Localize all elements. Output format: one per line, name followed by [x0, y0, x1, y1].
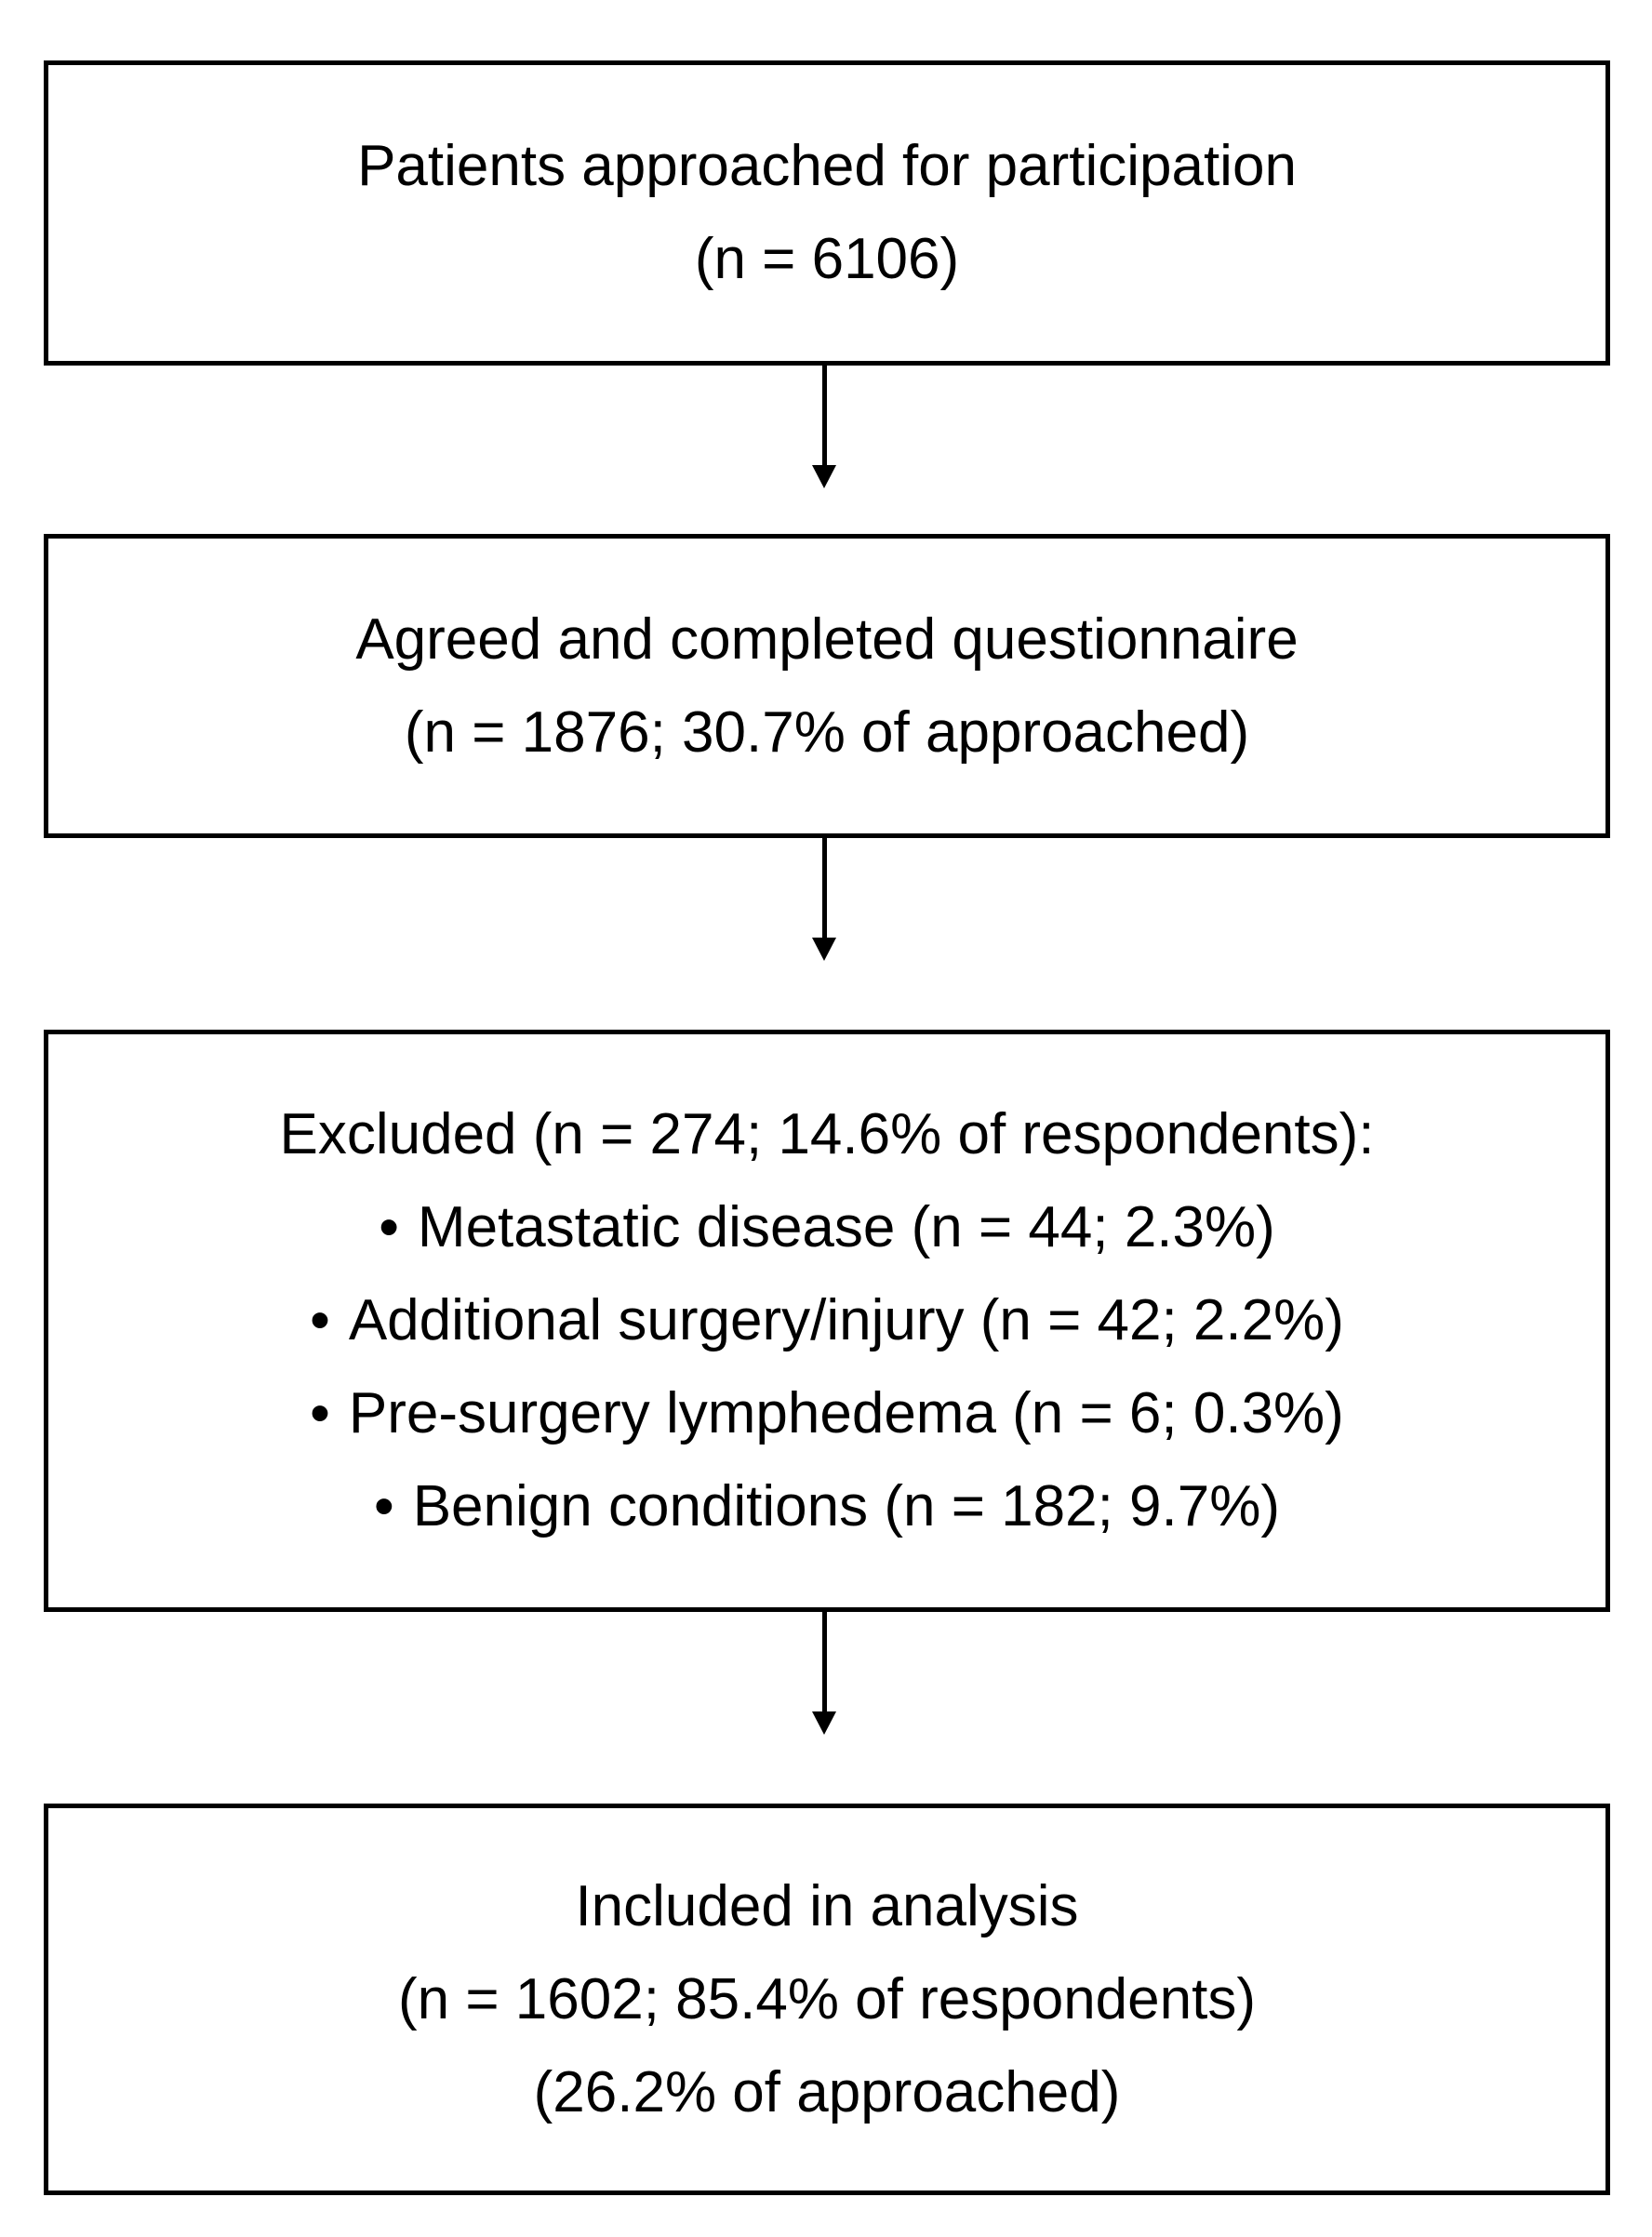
bullet-text: Additional surgery/injury (n = 42; 2.2%): [348, 1288, 1344, 1352]
box-line: (n = 1876; 30.7% of approached): [404, 699, 1250, 765]
flow-box-included: Included in analysis (n = 1602; 85.4% of…: [44, 1804, 1610, 2195]
bullet-text: Pre-surgery lymphedema (n = 6; 0.3%): [348, 1381, 1344, 1445]
bullet-text: Metastatic disease (n = 44; 2.3%): [417, 1195, 1275, 1259]
bullet-text: Benign conditions (n = 182; 9.7%): [412, 1474, 1281, 1538]
bullet-icon: •: [379, 1195, 399, 1259]
bullet-item: • Metastatic disease (n = 44; 2.3%): [379, 1181, 1275, 1274]
box-line: Included in analysis: [575, 1873, 1079, 1938]
bullet-item: • Benign conditions (n = 182; 9.7%): [374, 1460, 1280, 1553]
down-arrow: [812, 366, 836, 488]
flow-box-excluded: Excluded (n = 274; 14.6% of respondents)…: [44, 1030, 1610, 1612]
box-line: Patients approached for participation: [357, 134, 1297, 198]
bullet-icon: •: [310, 1288, 330, 1352]
bullet-item: • Pre-surgery lymphedema (n = 6; 0.3%): [310, 1367, 1344, 1460]
box-line: (n = 6106): [694, 227, 960, 291]
down-arrow: [812, 838, 836, 961]
flow-box-completed: Agreed and completed questionnaire (n = …: [44, 534, 1610, 838]
bullet-icon: •: [373, 1474, 394, 1538]
arrow-head-icon: [812, 1711, 836, 1735]
box-heading: Excluded (n = 274; 14.6% of respondents)…: [279, 1102, 1375, 1166]
flow-box-approached: Patients approached for participation (n…: [44, 60, 1610, 366]
arrow-line: [821, 838, 827, 938]
arrow-head-icon: [812, 465, 836, 488]
bullet-item: • Additional surgery/injury (n = 42; 2.2…: [310, 1274, 1344, 1367]
arrow-line: [821, 366, 827, 465]
box-line: (n = 1602; 85.4% of respondents): [397, 1966, 1256, 2031]
arrow-line: [821, 1612, 827, 1711]
arrow-head-icon: [812, 938, 836, 961]
box-line: (26.2% of approached): [533, 2059, 1121, 2124]
box-line: Agreed and completed questionnaire: [355, 606, 1299, 672]
bullet-icon: •: [310, 1381, 330, 1445]
down-arrow: [812, 1612, 836, 1735]
